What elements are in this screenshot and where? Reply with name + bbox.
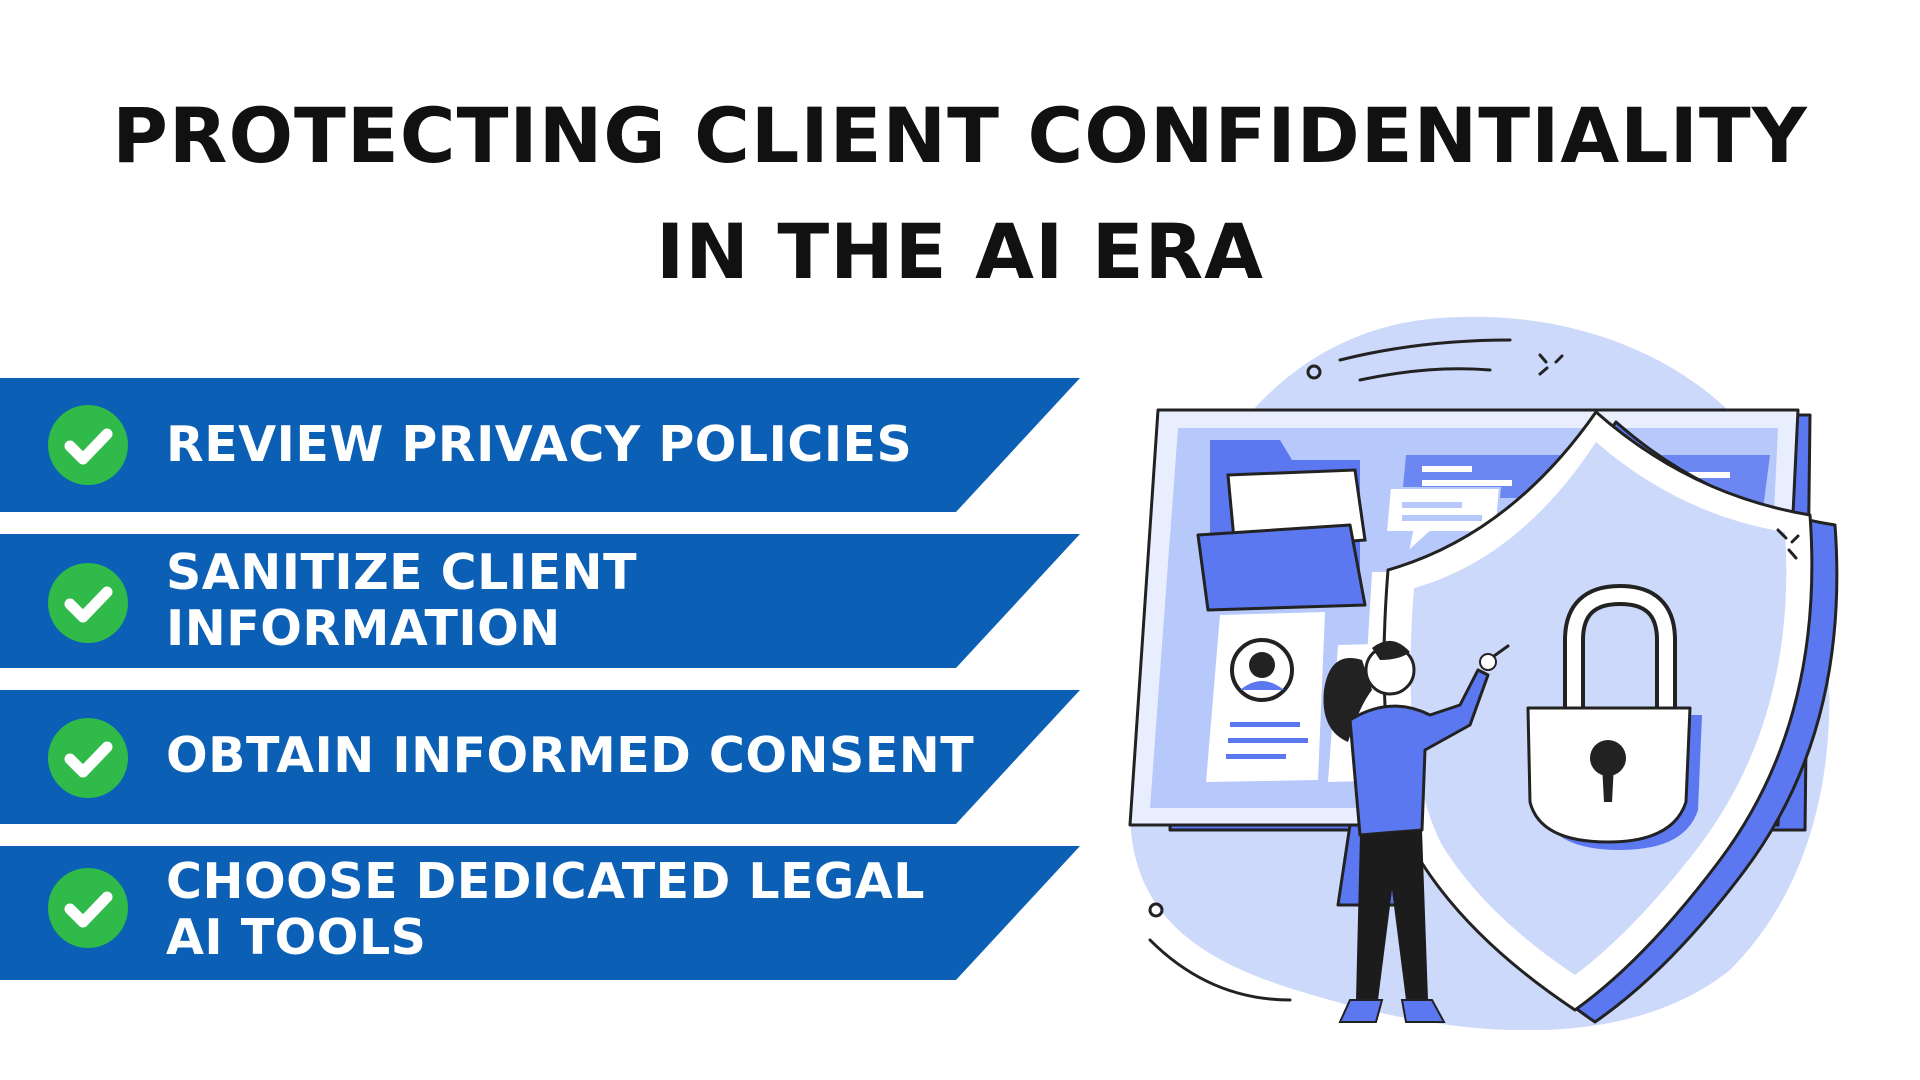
folder-icon	[1196, 440, 1367, 612]
banner-legal-ai-tools: CHOOSE DEDICATED LEGAL AI TOOLS	[0, 846, 1080, 980]
banner-label: OBTAIN INFORMED CONSENT	[166, 727, 975, 784]
banner-review-privacy: REVIEW PRIVACY POLICIES	[0, 378, 1080, 512]
title-line-2: IN THE AI ERA	[656, 207, 1264, 296]
profile-card-icon	[1206, 612, 1325, 782]
person-figure	[1323, 640, 1510, 1023]
check-icon	[48, 718, 128, 798]
title-line-1: PROTECTING CLIENT CONFIDENTIALITY	[112, 91, 1808, 180]
check-icon	[48, 405, 128, 485]
banner-label: SANITIZE CLIENT INFORMATION	[166, 544, 637, 657]
banner-sanitize-info: SANITIZE CLIENT INFORMATION	[0, 534, 1080, 668]
padlock-icon	[1526, 583, 1702, 850]
security-illustration	[1128, 316, 1839, 1030]
page-title: PROTECTING CLIENT CONFIDENTIALITY IN THE…	[0, 78, 1920, 310]
check-icon	[48, 563, 128, 643]
banner-label: REVIEW PRIVACY POLICIES	[166, 416, 913, 473]
banner-label: CHOOSE DEDICATED LEGAL AI TOOLS	[166, 853, 925, 966]
check-icon	[48, 868, 128, 948]
banner-informed-consent: OBTAIN INFORMED CONSENT	[0, 690, 1080, 824]
